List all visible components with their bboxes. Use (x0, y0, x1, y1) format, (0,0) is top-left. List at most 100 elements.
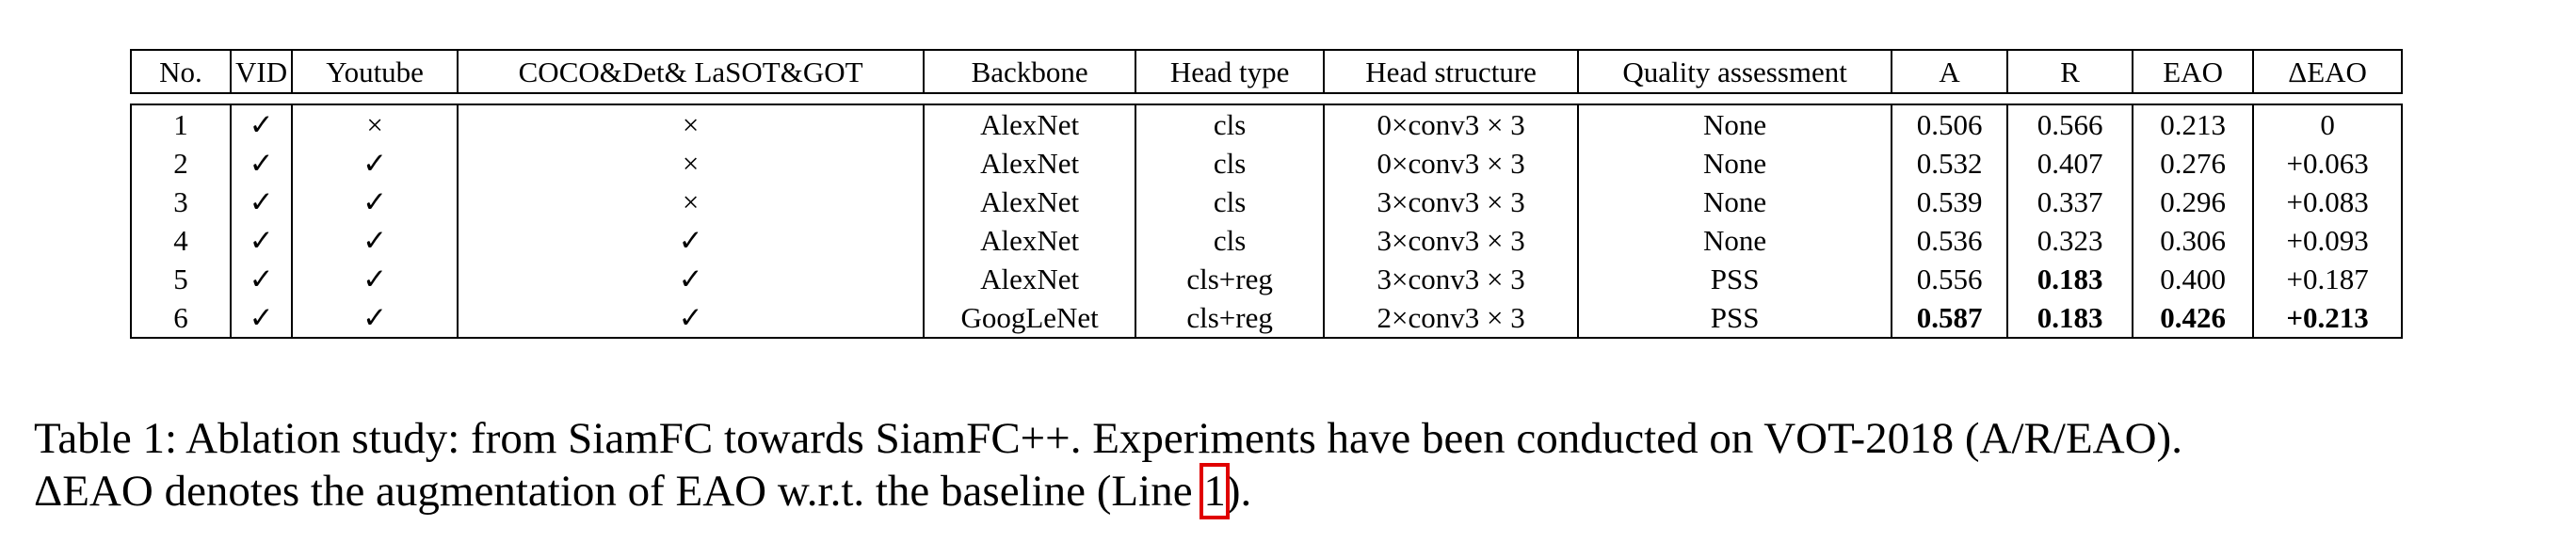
table-cell: AlexNet (923, 221, 1137, 260)
table-cell: ✓ (457, 298, 926, 339)
table-cell: 6 (130, 298, 232, 339)
table-cell: 0.407 (2006, 144, 2134, 183)
table-cell: AlexNet (923, 144, 1137, 183)
column-header: COCO&Det& LaSOT&GOT (457, 49, 926, 94)
table-cell: 0.536 (1891, 221, 2009, 260)
header-gap (131, 93, 2402, 104)
column-header: Head structure (1323, 49, 1580, 94)
table-cell: +0.083 (2252, 183, 2404, 221)
table-cell: 0 (2252, 104, 2404, 144)
table-cell: × (457, 144, 926, 183)
table-cell: 4 (130, 221, 232, 260)
table-cell: × (457, 104, 926, 144)
table-cell: ✓ (291, 144, 459, 183)
table-cell: 0.539 (1891, 183, 2009, 221)
table-cell: 0.183 (2006, 260, 2134, 298)
table-cell: None (1577, 104, 1893, 144)
column-header: ΔEAO (2252, 49, 2404, 94)
table-cell: ✓ (229, 183, 294, 221)
table-cell: 0.400 (2132, 260, 2255, 298)
table-cell: 0×conv3 × 3 (1323, 144, 1580, 183)
table-cell: 0.183 (2006, 298, 2134, 339)
table-cell: 0.323 (2006, 221, 2134, 260)
table-cell: 0.506 (1891, 104, 2009, 144)
column-header: R (2006, 49, 2134, 94)
table-cell: AlexNet (923, 183, 1137, 221)
table-cell: 0×conv3 × 3 (1323, 104, 1580, 144)
column-header: VID (229, 49, 294, 94)
table-cell: None (1577, 144, 1893, 183)
table-cell: 1 (130, 104, 232, 144)
table-cell: 0.296 (2132, 183, 2255, 221)
table-cell: +0.063 (2252, 144, 2404, 183)
table-cell: +0.093 (2252, 221, 2404, 260)
column-header: Head type (1135, 49, 1326, 94)
table-cell: 3 (130, 183, 232, 221)
table-cell: 3×conv3 × 3 (1323, 221, 1580, 260)
table-cell: cls (1135, 183, 1326, 221)
table-cell: 5 (130, 260, 232, 298)
table-cell: None (1577, 221, 1893, 260)
table-cell: × (457, 183, 926, 221)
table-cell: 2×conv3 × 3 (1323, 298, 1580, 339)
table-cell: ✓ (229, 260, 294, 298)
table-cell: +0.213 (2252, 298, 2404, 339)
table-cell: ✓ (291, 260, 459, 298)
column-header: Youtube (291, 49, 459, 94)
table-cell: 0.337 (2006, 183, 2134, 221)
table-cell: None (1577, 183, 1893, 221)
table-cell: 0.213 (2132, 104, 2255, 144)
table-cell: ✓ (229, 221, 294, 260)
table-cell: ✓ (229, 298, 294, 339)
column-header: Quality assessment (1577, 49, 1893, 94)
table-caption: Table 1: Ablation study: from SiamFC tow… (34, 412, 2557, 519)
table-cell: 0.556 (1891, 260, 2009, 298)
column-header: No. (130, 49, 232, 94)
table-cell: GoogLeNet (923, 298, 1137, 339)
table-cell: 0.276 (2132, 144, 2255, 183)
table-cell: cls (1135, 104, 1326, 144)
table-cell: 0.587 (1891, 298, 2009, 339)
table-cell: cls (1135, 221, 1326, 260)
table-cell: × (291, 104, 459, 144)
caption-line-2-suffix: ). (1225, 467, 1252, 516)
table-cell: cls+reg (1135, 298, 1326, 339)
column-header: EAO (2132, 49, 2255, 94)
table-cell: 0.306 (2132, 221, 2255, 260)
table-cell: ✓ (291, 221, 459, 260)
table-cell: ✓ (291, 183, 459, 221)
table-cell: AlexNet (923, 260, 1137, 298)
table-cell: +0.187 (2252, 260, 2404, 298)
table-cell: ✓ (457, 221, 926, 260)
table-cell: AlexNet (923, 104, 1137, 144)
caption-line-1: Table 1: Ablation study: from SiamFC tow… (34, 414, 2182, 463)
table-cell: cls+reg (1135, 260, 1326, 298)
table-cell: 0.566 (2006, 104, 2134, 144)
table-cell: PSS (1577, 298, 1893, 339)
table-cell: cls (1135, 144, 1326, 183)
table-cell: ✓ (457, 260, 926, 298)
column-header: A (1891, 49, 2009, 94)
table-cell: ✓ (229, 144, 294, 183)
table-cell: 2 (130, 144, 232, 183)
table-cell: 0.426 (2132, 298, 2255, 339)
table-cell: 0.532 (1891, 144, 2009, 183)
table-cell: ✓ (229, 104, 294, 144)
table-cell: 3×conv3 × 3 (1323, 260, 1580, 298)
table-cell: 3×conv3 × 3 (1323, 183, 1580, 221)
header-gap-cell (131, 93, 2402, 104)
table-cell: PSS (1577, 260, 1893, 298)
column-header: Backbone (923, 49, 1137, 94)
table-cell: ✓ (291, 298, 459, 339)
caption-line-2-prefix: ΔEAO denotes the augmentation of EAO w.r… (34, 467, 1204, 516)
line-reference-link[interactable]: 1 (1199, 463, 1230, 519)
